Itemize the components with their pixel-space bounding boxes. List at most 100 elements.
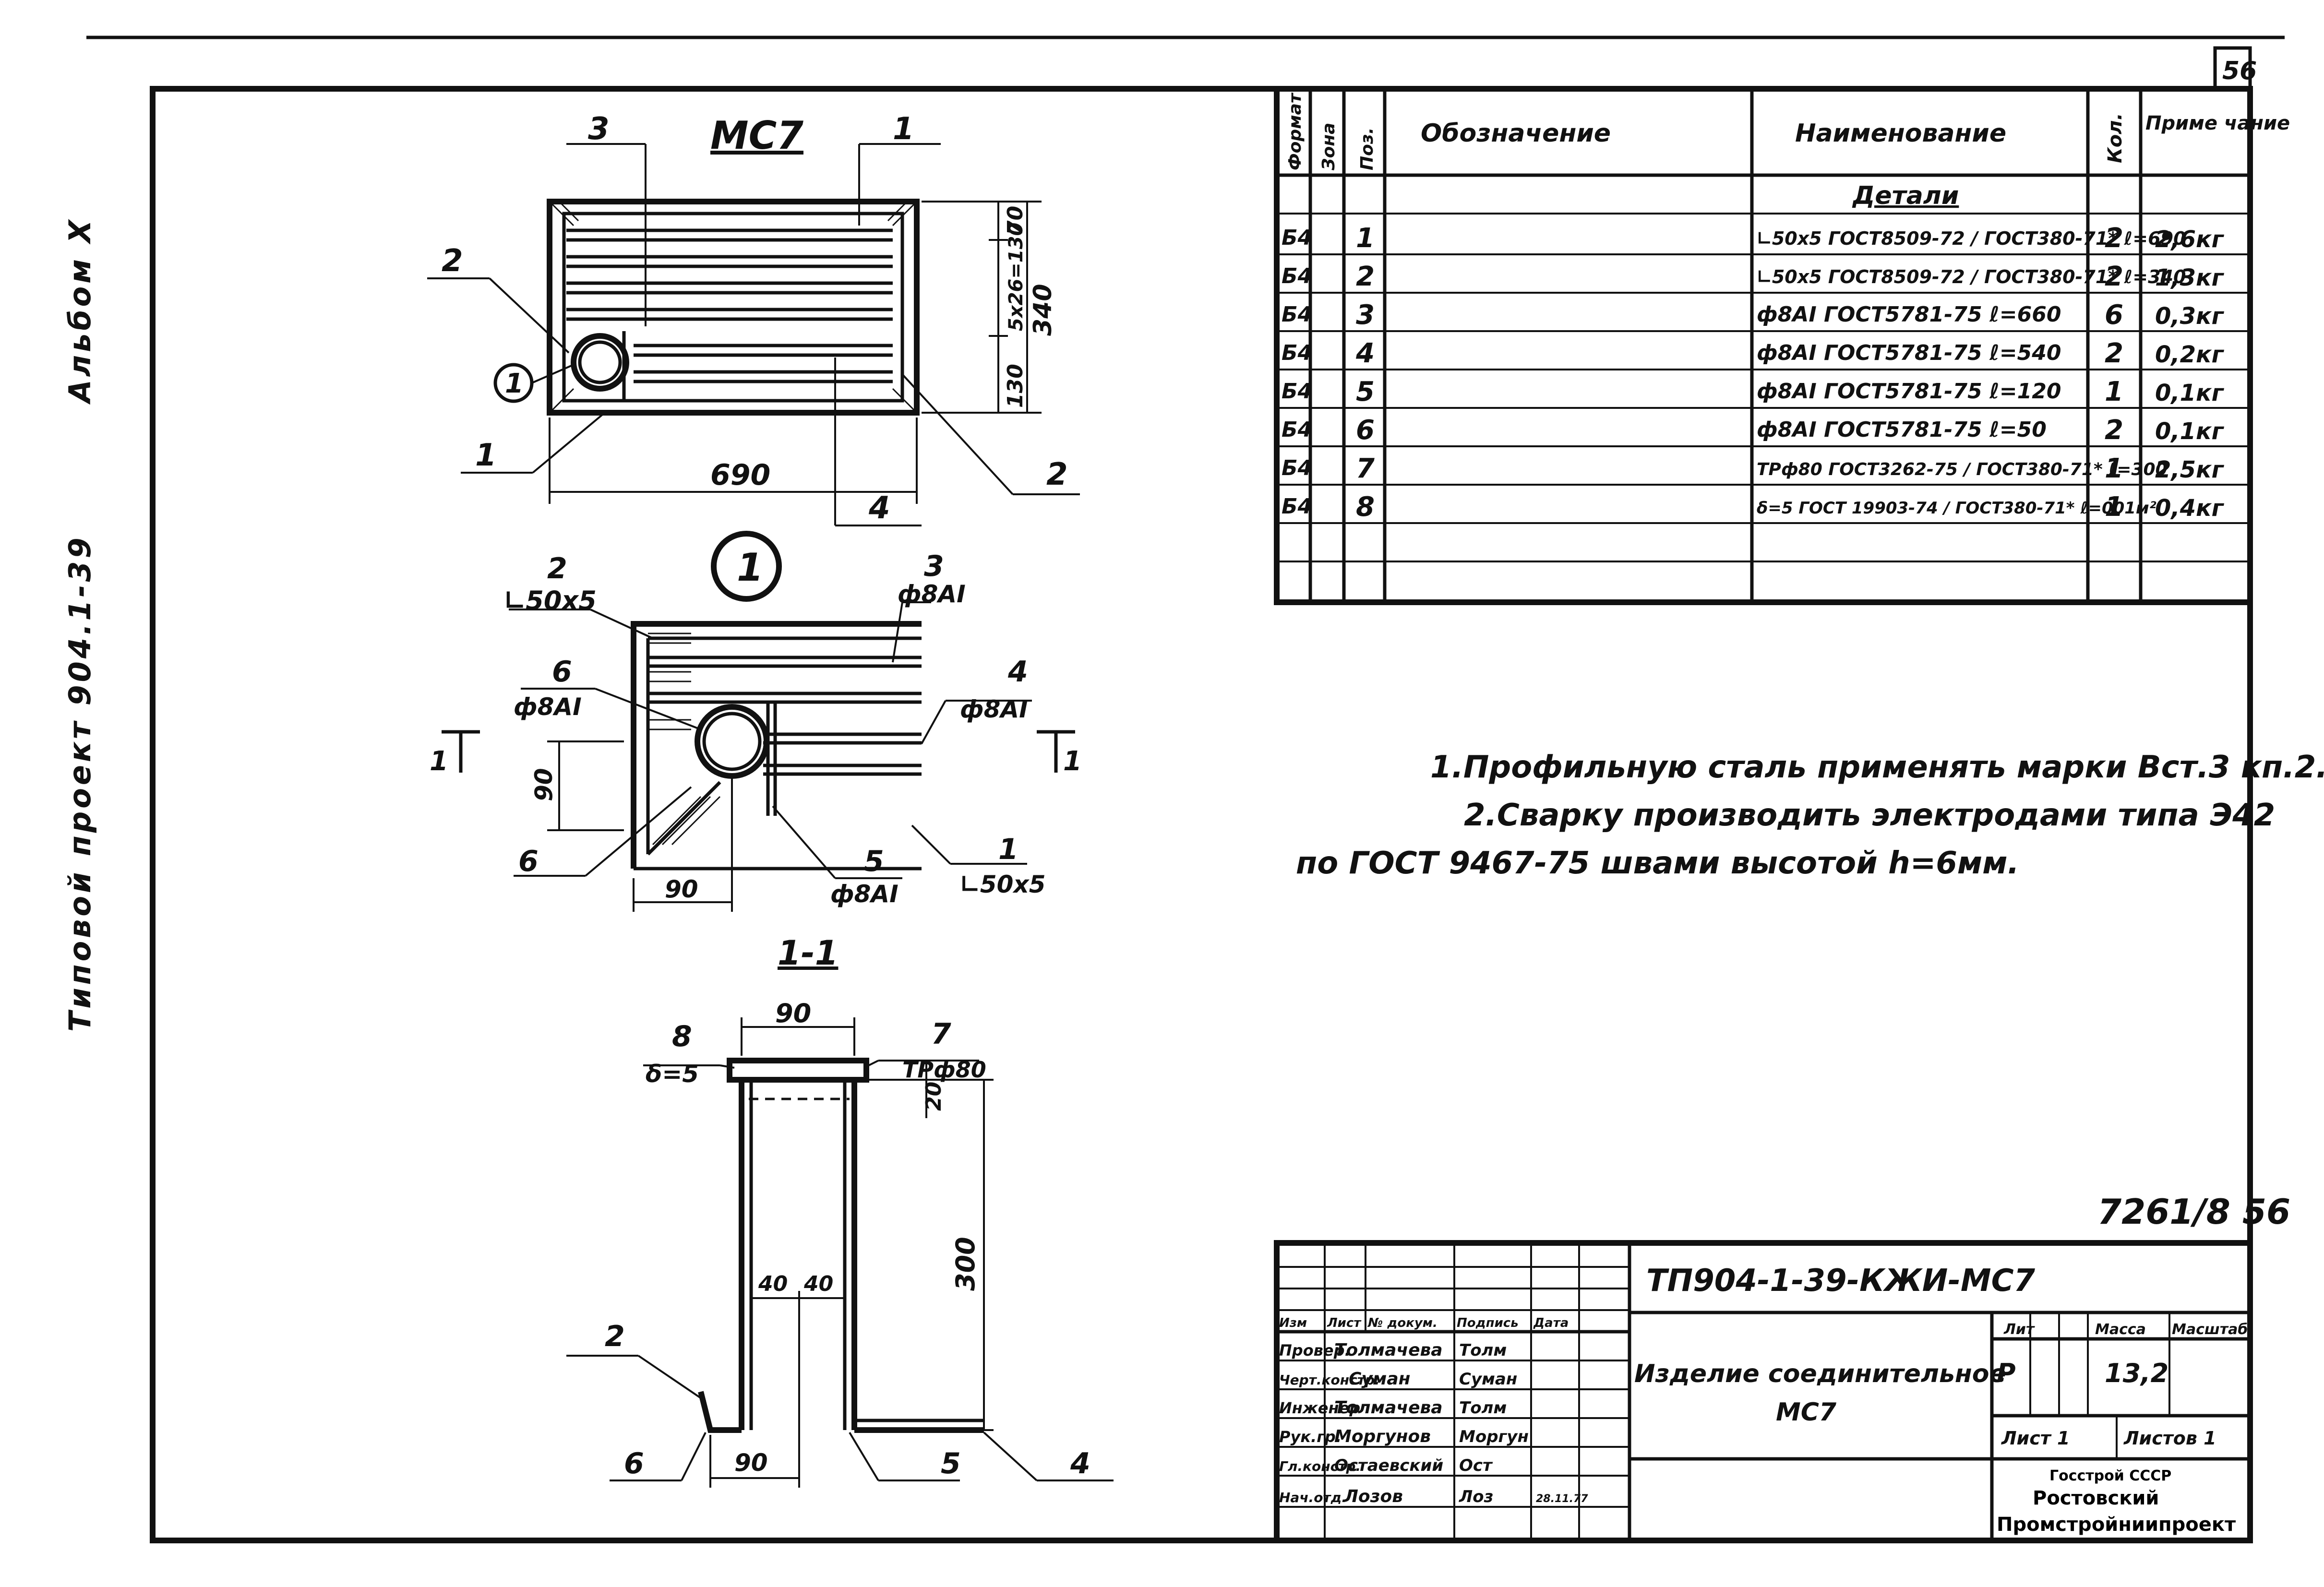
node-leader [531, 364, 574, 384]
tb-name-4: Моргунов [1334, 1427, 1431, 1446]
tb-name-3: Толмачева [1334, 1398, 1443, 1418]
section-callout-7: 7 [931, 1017, 951, 1051]
node-callout-bar-right: ф8АI [960, 695, 1028, 723]
row8-name: δ=5 ГОСТ 19903-74 / ГОСТ380-71* ℓ=001м² [1757, 499, 2156, 518]
row1-format: Б4 [1282, 226, 1312, 250]
dim-130: 130 [1003, 364, 1028, 408]
hdr-pos: Поз. [1357, 128, 1377, 170]
tb-hdr-ndok: № докум. [1367, 1316, 1438, 1330]
section-dim-300: 300 [950, 1237, 981, 1291]
node-diagonal [647, 781, 721, 856]
row5-note: 0,1кг [2155, 380, 2225, 406]
title-block-lines [1277, 1243, 2250, 1540]
section-dim-90-bottom: 90 [734, 1449, 768, 1477]
node-title: 1 [737, 545, 764, 590]
drawing-frame [150, 86, 2253, 1543]
tb-sign-1: Толм [1459, 1341, 1507, 1360]
node-callout-6: 6 [552, 655, 572, 689]
row1-pos: 1 [1356, 223, 1375, 254]
tb-stage-label: Лит [2003, 1321, 2035, 1338]
section-callout-8: 8 [672, 1020, 692, 1053]
pipe-plan [571, 333, 629, 392]
node-weld-hatch [648, 632, 721, 846]
callout-2-plan-right: 2 [1046, 457, 1068, 492]
title-block-frame [1274, 1240, 2253, 1543]
section-title: 1-1 [778, 933, 838, 973]
side-album: Альбом X [62, 217, 97, 403]
technical-notes: 1.Профильную сталь применять марки Вст.3… [1296, 750, 2324, 881]
tb-org-line2: Ростовский [2033, 1487, 2159, 1509]
title-block: Изм Лист № докум. Подпись Дата Провер. Т… [1274, 1240, 2253, 1543]
row8-note: 0,4кг [2155, 495, 2225, 522]
tb-name-6: Лозов [1343, 1487, 1403, 1506]
row6-qty: 2 [2105, 415, 2123, 446]
section-callout-5: 5 [941, 1447, 961, 1480]
tb-sign-4: Моргун [1459, 1427, 1529, 1446]
row6-format: Б4 [1282, 418, 1312, 442]
node-callout-bar-top: ф8АI [898, 580, 966, 608]
tb-scale-label: Масштаб [2172, 1321, 2248, 1338]
row7-format: Б4 [1282, 456, 1312, 480]
node-bars [648, 656, 922, 776]
spec-section-header: Детали [1852, 181, 1959, 210]
callout-2-plan: 2 [442, 243, 463, 279]
row3-qty: 6 [2105, 299, 2123, 331]
hdr-zone: Зона [1319, 123, 1339, 171]
node-detail: 1 1 1 [430, 531, 1082, 912]
note-3: по ГОСТ 9467-75 швами высотой h=6мм. [1296, 846, 2019, 881]
node-marker-plan-label: 1 [505, 368, 524, 399]
note-1: 1.Профильную сталь применять марки Вст.3… [1430, 750, 2324, 785]
row6-name: ф8АI ГОСТ5781-75 ℓ=50 [1757, 418, 2047, 442]
tb-sheet: Лист 1 [2001, 1428, 2070, 1449]
tb-sign-5: Ост [1459, 1456, 1493, 1475]
row2-format: Б4 [1282, 264, 1312, 288]
row1-qty: 2 [2105, 223, 2123, 254]
section-view: 1-1 8 δ=5 7 ТРф80 2 6 5 4 [566, 933, 1114, 1488]
section-callout-2: 2 [605, 1320, 625, 1353]
tb-role-6: Нач.отд. [1279, 1490, 1347, 1505]
node-callout-angle-top: ∟50х5 [504, 585, 597, 616]
node-pipe-inner [702, 712, 762, 771]
tb-org-line3: Промстройниипроект [1997, 1514, 2236, 1536]
tb-mass-label: Масса [2095, 1321, 2146, 1338]
section-callout-4: 4 [1070, 1447, 1090, 1480]
section-mark-left: 1 [430, 746, 448, 777]
spec-table-row-lines [1277, 213, 2250, 562]
bars-bottom [634, 344, 893, 383]
section-callout-plate: δ=5 [646, 1060, 699, 1088]
corner-hatch [551, 203, 915, 411]
row3-name: ф8АI ГОСТ5781-75 ℓ=660 [1757, 302, 2061, 327]
section-callout-pipe: ТРф80 [902, 1057, 986, 1083]
tb-stage: Р [1997, 1358, 2016, 1388]
section-dim-40b: 40 [803, 1272, 833, 1296]
row7-name: ТРф80 ГОСТ3262-75 / ГОСТ380-71* ℓ=300 [1757, 460, 2168, 479]
tb-sign-2: Суман [1459, 1370, 1517, 1389]
tb-date: 28.11.77 [1536, 1493, 1588, 1505]
row7-qty: 1 [2105, 453, 2123, 484]
section-dim-40a: 40 [758, 1272, 788, 1296]
spec-table: Формат Зона Поз. Обозначение Наименовани… [1274, 86, 2290, 605]
tb-name-1: Толмачева [1334, 1340, 1443, 1360]
hdr-qty: Кол. [2104, 113, 2126, 163]
hdr-designation: Обозначение [1421, 119, 1611, 148]
row1-note: 2,6кг [2155, 226, 2225, 253]
tb-hdr-data: Дата [1533, 1316, 1569, 1330]
row5-pos: 5 [1356, 376, 1375, 407]
dim-690: 690 [710, 458, 770, 492]
tb-role-1: Провер. [1279, 1341, 1351, 1360]
row7-note: 2,5кг [2155, 456, 2225, 483]
tb-hdr-podp: Подпись [1457, 1316, 1519, 1330]
title-block-grid [1277, 1243, 2170, 1540]
row3-note: 0,3кг [2155, 303, 2225, 330]
plan-title: МС7 [710, 113, 803, 158]
tb-role-5: Гл.констр. [1279, 1458, 1361, 1474]
dim-mid: 5х26=130 [1005, 223, 1027, 331]
callout-1-plan-top: 1 [893, 111, 914, 147]
node-callout-3: 3 [924, 549, 944, 583]
row2-qty: 2 [2105, 261, 2123, 292]
row4-note: 0,2кг [2155, 341, 2225, 368]
section-dim-20: 20 [922, 1082, 946, 1111]
row8-pos: 8 [1356, 491, 1375, 523]
tb-role-3: Инженер [1279, 1399, 1360, 1417]
